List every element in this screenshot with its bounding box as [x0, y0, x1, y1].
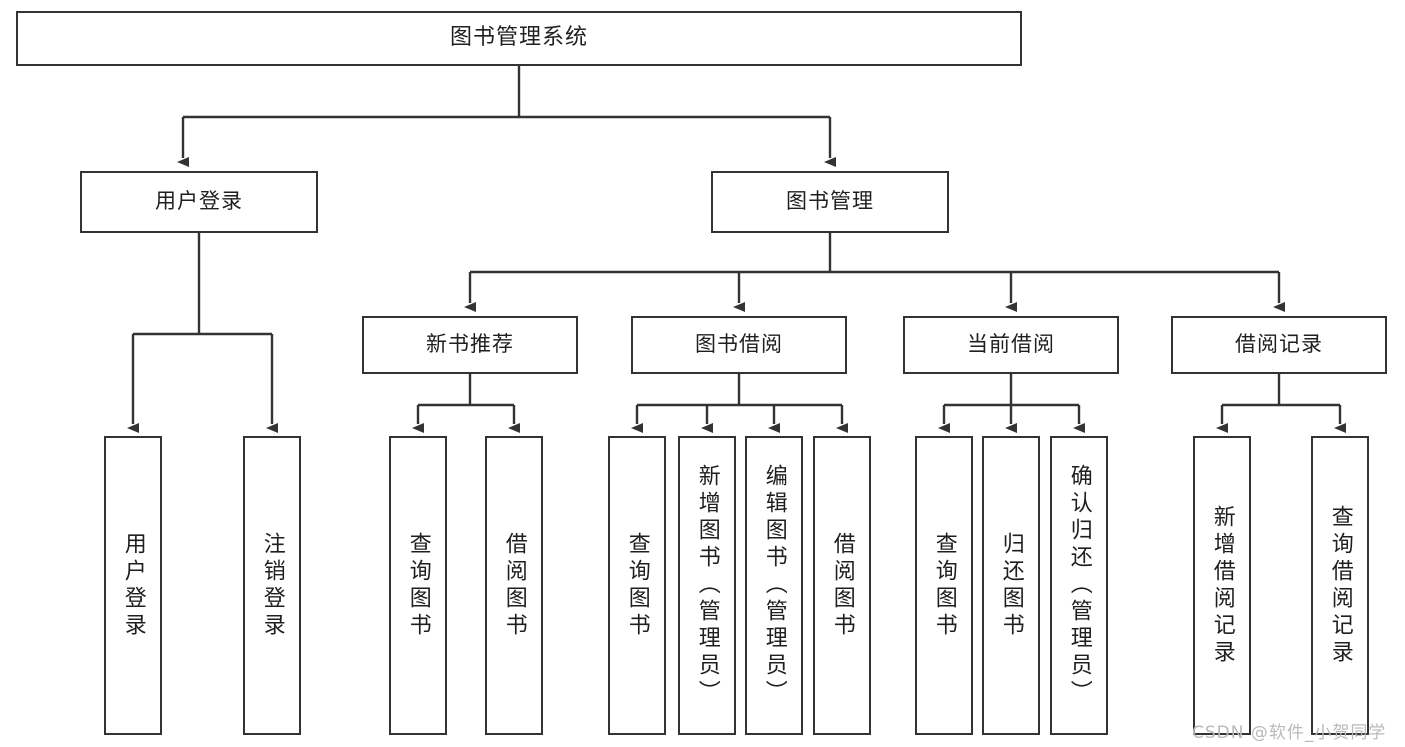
node-leaf-borrow-book-1[interactable]: 借阅图书: [485, 436, 543, 735]
node-leaf-borrow-book-1-label: 借阅图书: [501, 531, 527, 640]
node-current-borrow-label: 当前借阅: [967, 332, 1055, 357]
node-user-login[interactable]: 用户登录: [80, 171, 318, 233]
node-leaf-query-record-label: 查询借阅记录: [1327, 504, 1353, 667]
node-leaf-add-book-label: 新增图书（管理员）: [694, 464, 720, 707]
watermark: CSDN @软件_小贺同学: [1192, 723, 1387, 743]
node-leaf-user-login-label: 用户登录: [120, 531, 146, 640]
node-new-book-recommend-label: 新书推荐: [426, 332, 514, 357]
node-leaf-return-book-label: 归还图书: [998, 531, 1024, 640]
node-leaf-add-record-label: 新增借阅记录: [1209, 504, 1235, 667]
node-leaf-edit-book-label: 编辑图书（管理员）: [761, 464, 787, 707]
node-leaf-borrow-book-2-label: 借阅图书: [829, 531, 855, 640]
node-leaf-query-book-3-label: 查询图书: [931, 531, 957, 640]
node-leaf-logout-label: 注销登录: [259, 531, 285, 640]
node-leaf-query-book-1[interactable]: 查询图书: [389, 436, 447, 735]
node-root-label: 图书管理系统: [449, 25, 588, 51]
node-current-borrow[interactable]: 当前借阅: [903, 316, 1119, 374]
node-leaf-return-book[interactable]: 归还图书: [982, 436, 1040, 735]
node-leaf-add-record[interactable]: 新增借阅记录: [1193, 436, 1251, 735]
node-leaf-confirm-return[interactable]: 确认归还（管理员）: [1050, 436, 1108, 735]
node-borrow-record-label: 借阅记录: [1235, 332, 1323, 357]
node-leaf-add-book[interactable]: 新增图书（管理员）: [678, 436, 736, 735]
node-leaf-query-book-2-label: 查询图书: [624, 531, 650, 640]
node-leaf-query-book-3[interactable]: 查询图书: [915, 436, 973, 735]
node-book-manage-label: 图书管理: [786, 189, 874, 214]
node-borrow-record[interactable]: 借阅记录: [1171, 316, 1387, 374]
node-root[interactable]: 图书管理系统: [16, 11, 1022, 66]
node-book-borrow[interactable]: 图书借阅: [631, 316, 847, 374]
node-book-borrow-label: 图书借阅: [695, 332, 783, 357]
node-leaf-query-book-1-label: 查询图书: [405, 531, 431, 640]
node-book-manage[interactable]: 图书管理: [711, 171, 949, 233]
node-user-login-label: 用户登录: [155, 189, 243, 214]
node-leaf-edit-book[interactable]: 编辑图书（管理员）: [745, 436, 803, 735]
node-leaf-user-login[interactable]: 用户登录: [104, 436, 162, 735]
node-new-book-recommend[interactable]: 新书推荐: [362, 316, 578, 374]
node-leaf-logout[interactable]: 注销登录: [243, 436, 301, 735]
node-leaf-query-record[interactable]: 查询借阅记录: [1311, 436, 1369, 735]
node-leaf-query-book-2[interactable]: 查询图书: [608, 436, 666, 735]
node-leaf-borrow-book-2[interactable]: 借阅图书: [813, 436, 871, 735]
node-leaf-confirm-return-label: 确认归还（管理员）: [1066, 464, 1092, 707]
